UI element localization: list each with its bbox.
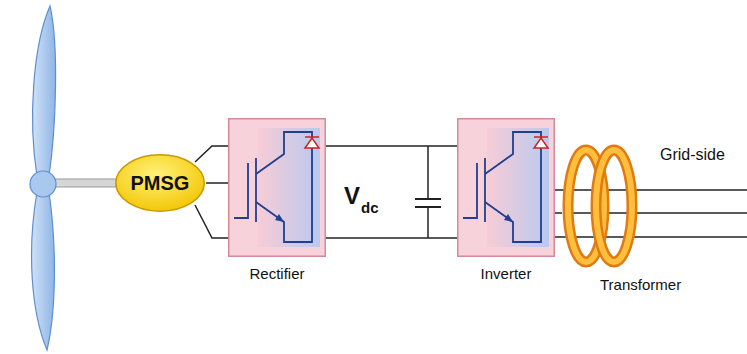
capacitor-lead bbox=[427, 146, 429, 199]
node-label: PMSG bbox=[131, 172, 190, 195]
capacitor-plate bbox=[415, 198, 441, 200]
transformer-coil-highlight bbox=[596, 150, 632, 262]
diode-bar bbox=[534, 136, 548, 138]
power-connection bbox=[326, 145, 457, 147]
turbine-hub bbox=[30, 171, 56, 197]
generator-ellipse: PMSG bbox=[114, 153, 206, 213]
igbt-arrow bbox=[275, 214, 284, 222]
power-connection bbox=[206, 182, 228, 184]
grid-side-label: Grid-side bbox=[660, 146, 725, 164]
igbt-arrow bbox=[504, 214, 513, 222]
converter-box bbox=[458, 119, 555, 257]
transformer-coils: Transformer bbox=[562, 140, 644, 272]
generator-shape bbox=[116, 155, 204, 211]
inverter-box: Inverter bbox=[457, 118, 555, 257]
igbt-background bbox=[258, 128, 320, 247]
power-connection bbox=[555, 212, 562, 214]
phase-wire bbox=[195, 146, 228, 162]
dc-rail bbox=[326, 237, 457, 239]
node-label: Transformer bbox=[600, 276, 681, 293]
voltage-symbol: V bbox=[344, 182, 360, 210]
voltage-subscript: dc bbox=[361, 199, 379, 216]
igbt-symbol bbox=[463, 132, 541, 242]
inverter-box-outline bbox=[457, 118, 555, 257]
phase-wire bbox=[195, 205, 228, 238]
turbine-blade bbox=[32, 192, 55, 350]
igbt-symbol bbox=[234, 132, 312, 242]
node-label: Inverter bbox=[481, 265, 532, 282]
converter-box bbox=[229, 119, 326, 257]
diode-symbol bbox=[305, 138, 319, 148]
transformer-coils-outline bbox=[562, 140, 644, 272]
igbt-background bbox=[487, 128, 549, 247]
rectifier-box-outline bbox=[228, 118, 326, 257]
rectifier-box: Rectifier bbox=[228, 118, 326, 257]
diode-bar bbox=[305, 136, 319, 138]
transformer-coil bbox=[596, 150, 632, 262]
node-label: Rectifier bbox=[249, 265, 304, 282]
diode-symbol bbox=[534, 138, 548, 148]
grid-wire bbox=[555, 189, 747, 191]
grid-wire bbox=[555, 236, 747, 238]
capacitor-lead bbox=[427, 207, 429, 238]
turbine-blade bbox=[33, 6, 56, 176]
turbine-shaft bbox=[52, 179, 116, 187]
